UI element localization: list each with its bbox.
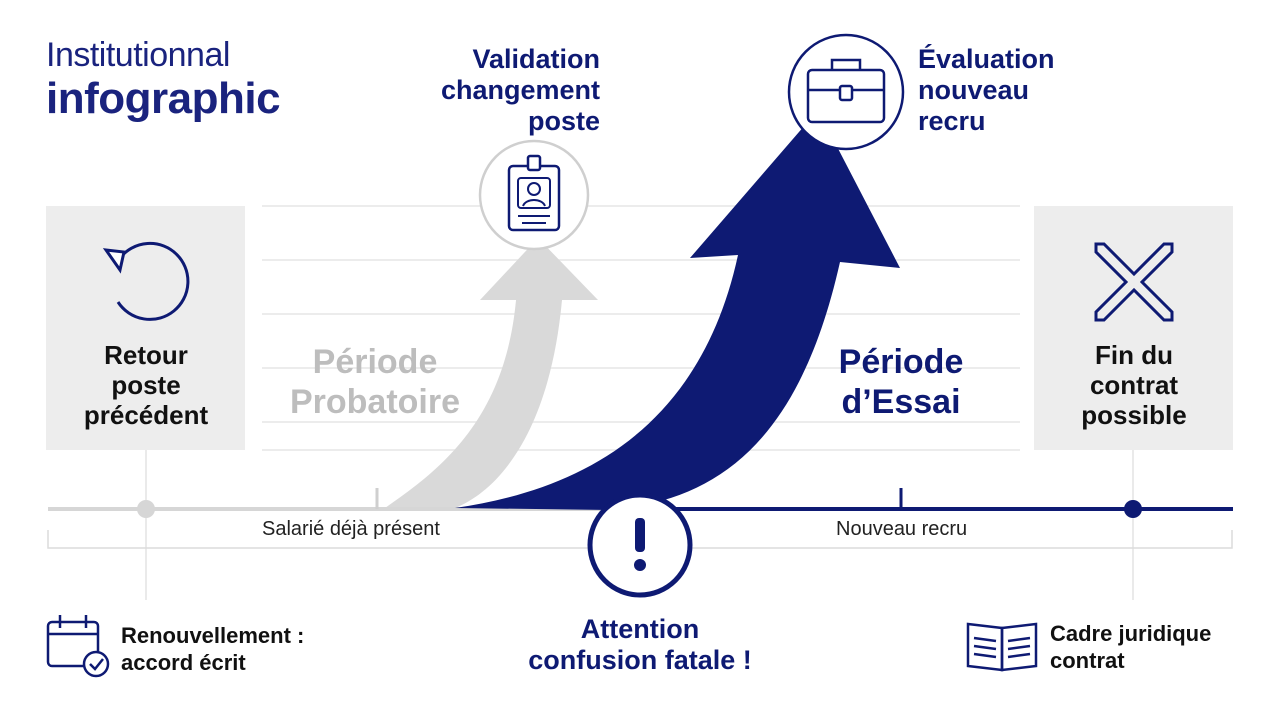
- title-line-1: Institutionnal: [46, 36, 230, 74]
- cadre-juridique-label: Cadre juridique contrat: [1050, 621, 1212, 673]
- grid-lines: [262, 205, 1020, 451]
- right-box: [1034, 206, 1233, 450]
- probatoire-arrow: [385, 238, 598, 508]
- evaluation-label: Évaluation nouveau recru: [918, 44, 1055, 136]
- id-badge-icon: [478, 139, 590, 251]
- segment-label-right: Nouveau recru: [836, 518, 968, 540]
- open-book-icon: [966, 622, 1038, 672]
- title-line-2: infographic: [46, 74, 281, 123]
- briefcase-icon: [787, 33, 905, 151]
- drop-lines: [145, 450, 1134, 600]
- right-box-label: Fin du contrat possible: [1081, 340, 1187, 430]
- close-x-icon: [1094, 242, 1174, 322]
- segment-label-left: Salarié déjà présent: [262, 518, 440, 540]
- exclamation-icon: [587, 492, 693, 598]
- left-box-label: Retour poste précédent: [83, 340, 209, 430]
- validation-label: Validation changement poste: [440, 44, 600, 136]
- left-box: [46, 206, 245, 450]
- attention-label: Attention confusion fatale !: [528, 614, 752, 675]
- period-essai: Période d’Essai: [838, 343, 964, 421]
- renouvellement-label: Renouvellement : accord écrit: [121, 623, 305, 675]
- calendar-check-icon: [46, 615, 110, 678]
- essai-arrow: [455, 110, 900, 510]
- timeline-dot-right: [1124, 500, 1142, 518]
- undo-circle-icon: [102, 241, 190, 321]
- timeline-dot-left: [137, 500, 155, 518]
- period-probatoire: Période Probatoire: [289, 343, 461, 421]
